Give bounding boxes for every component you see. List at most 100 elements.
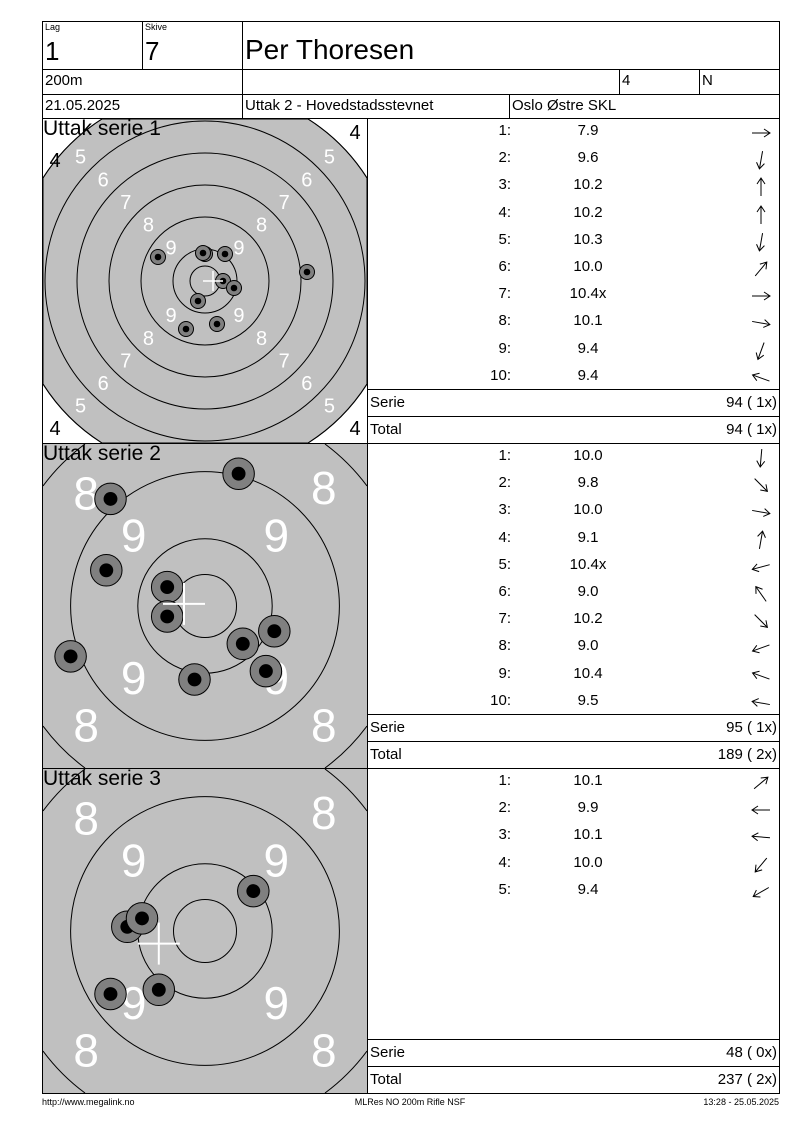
ring-label: 6 <box>301 169 312 191</box>
shot-hit <box>94 482 127 516</box>
shot-score: 10.4 <box>573 664 603 682</box>
shot-row: 3:10.2 <box>368 173 779 200</box>
shot-number: 2: <box>498 149 511 167</box>
shot-score: 9.4 <box>577 366 599 384</box>
shot-hit <box>299 264 315 280</box>
ring-10 <box>173 899 237 963</box>
shot-hit <box>226 280 242 296</box>
total-score: 94 ( 1x) <box>726 421 777 438</box>
shot-hit <box>258 614 291 648</box>
shot-hit <box>90 554 123 587</box>
shot-score: 9.8 <box>577 474 599 492</box>
group-center-cross <box>163 582 205 625</box>
direction-arrow-icon <box>754 261 768 277</box>
ring-label: 4 <box>349 418 360 440</box>
shot-number: 1: <box>498 772 511 789</box>
ring-label: 4 <box>349 122 360 144</box>
shot-score: 10.1 <box>573 772 603 789</box>
footer-software: MLRes NO 200m Rifle NSF <box>354 1097 466 1107</box>
ring-8 <box>70 796 340 1066</box>
ring-label: 6 <box>98 169 109 191</box>
direction-arrow-icon <box>756 448 766 468</box>
ring-label: 9 <box>233 237 244 259</box>
serie-label: Serie <box>370 394 406 411</box>
shot-row: 6:10.0 <box>368 255 779 282</box>
ring-label: 9 <box>121 652 147 704</box>
ring-label: 8 <box>143 215 154 237</box>
shot-row: 9:10.4 <box>368 662 779 689</box>
shot-hit <box>150 600 184 633</box>
shot-hit <box>237 874 270 908</box>
shot-hit <box>178 663 211 696</box>
shot-row: 8:10.1 <box>368 309 779 336</box>
shot-hit <box>217 246 233 262</box>
ring-label: 6 <box>301 373 312 395</box>
direction-arrow-icon <box>752 291 771 301</box>
date: 21.05.2025 <box>42 94 243 119</box>
shot-number: 6: <box>498 583 511 600</box>
direction-arrow-icon <box>755 585 767 602</box>
shooter-name: Per Thoresen <box>245 34 415 65</box>
lag-label: Lag <box>45 22 61 32</box>
ring-8 <box>70 471 340 741</box>
shot-row: 8:9.0 <box>368 634 779 661</box>
shot-number: 5: <box>498 880 511 898</box>
ring-label: 8 <box>311 1024 337 1076</box>
shot-score: 10.2 <box>573 610 603 628</box>
series-title: Uttak serie 2 <box>43 442 161 465</box>
ring-label: 9 <box>165 237 176 259</box>
ring-label: 5 <box>75 147 86 169</box>
ring-label: 8 <box>311 462 337 514</box>
ring-7 <box>43 444 367 768</box>
serie-score: 94 ( 1x) <box>726 394 777 411</box>
lag-value: 1 <box>45 36 60 66</box>
shot-row: 6:9.0 <box>368 580 779 607</box>
direction-arrow-icon <box>752 319 771 329</box>
shot-row: 4:10.0 <box>368 851 779 878</box>
direction-arrow-icon <box>754 478 769 493</box>
direction-arrow-icon <box>756 177 766 197</box>
direction-arrow-icon <box>754 614 769 629</box>
direction-arrow-icon <box>752 128 771 138</box>
shot-row: 3:10.1 <box>368 823 779 850</box>
shot-score: 9.4 <box>577 880 599 898</box>
shot-hit <box>54 640 87 673</box>
shot-score: 10.4x <box>569 555 607 573</box>
ring-label: 8 <box>143 328 154 350</box>
shot-hit <box>150 249 166 265</box>
ring-label: 7 <box>279 192 290 214</box>
skive-value: 7 <box>145 36 160 66</box>
shot-number: 1: <box>498 447 511 464</box>
shot-number: 3: <box>498 826 511 844</box>
ring-label: 5 <box>324 147 335 169</box>
shot-number: 4: <box>498 203 511 221</box>
ring-label: 8 <box>256 328 267 350</box>
shot-row: 3:10.0 <box>368 498 779 525</box>
shooter-name-cell: Per Thoresen <box>242 21 780 70</box>
blank-cell <box>242 69 620 95</box>
direction-arrow-icon <box>757 529 766 549</box>
shot-number: 4: <box>498 528 511 546</box>
shot-number: 2: <box>498 799 511 817</box>
ring-label: 9 <box>263 509 289 561</box>
direction-arrow-icon <box>751 670 770 680</box>
shot-number: 9: <box>498 339 511 357</box>
ring-5 <box>44 120 366 442</box>
shot-number: 7: <box>498 285 511 303</box>
shot-hit <box>195 245 211 261</box>
shot-number: 8: <box>498 312 511 330</box>
ring-label: 9 <box>233 305 244 327</box>
shot-hit <box>150 570 184 604</box>
ring-label: 8 <box>311 787 337 839</box>
shot-row: 7:10.4x <box>368 282 779 309</box>
series-title: Uttak serie 1 <box>43 117 161 140</box>
serie-row: Serie 94 ( 1x) <box>368 389 779 417</box>
shot-row: 4:10.2 <box>368 201 779 228</box>
shot-score: 9.4 <box>577 339 599 357</box>
shot-number: 10: <box>490 366 511 384</box>
